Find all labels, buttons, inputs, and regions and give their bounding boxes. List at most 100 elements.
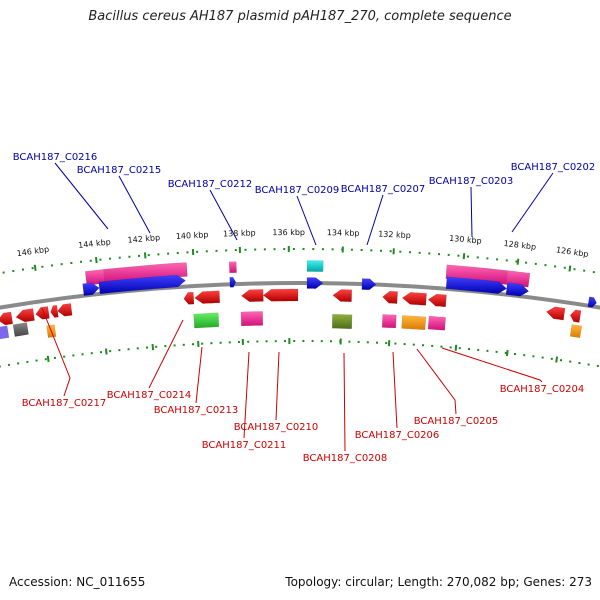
inner-minor-tick [394,342,397,345]
inner-minor-tick [237,341,240,344]
inner-minor-tick [0,365,1,368]
accession-text: Accession: NC_011655 [9,575,146,589]
inner-minor-tick [468,348,471,351]
outer-minor-tick [215,249,218,252]
inner-minor-tick [7,363,10,366]
gene-label-bcah187_c0213: BCAH187_C0213 [154,405,239,416]
outer-minor-tick [234,249,237,252]
inner-minor-tick [569,360,572,363]
outer-minor-tick [176,251,179,254]
outer-tick-ring [2,246,595,274]
gene-feature [240,289,264,302]
inner-minor-tick [357,340,360,343]
outer-minor-tick [457,254,460,257]
major-tick [33,264,37,271]
gene-feature [228,261,237,274]
outer-minor-tick [51,264,54,267]
outer-minor-tick [225,249,228,252]
outer-minor-tick [399,250,402,253]
gene-feature [0,325,10,340]
gene-feature [82,282,100,296]
inner-minor-tick [99,351,102,354]
outer-minor-tick [583,269,586,272]
inner-minor-tick [228,341,231,344]
outer-minor-tick [592,271,595,274]
outer-minor-tick [244,248,247,251]
inner-minor-tick [504,351,507,354]
outer-minor-tick [21,268,24,271]
outer-minor-tick [302,248,305,251]
major-tick [516,258,520,265]
inner-minor-tick [63,355,66,358]
gene-label-bcah187_c0217: BCAH187_C0217 [22,398,107,409]
tick-label: 130 kbp [449,234,482,246]
outer-minor-tick [31,267,34,270]
label-leader-line [148,319,184,389]
inner-minor-tick [385,342,388,345]
gene-feature [183,291,195,305]
tick-label: 126 kbp [555,245,589,259]
outer-minor-tick [505,259,508,262]
outer-minor-tick [109,257,112,260]
inner-minor-tick [541,356,544,359]
label-leader-line [41,307,71,397]
label-leader-line [416,348,457,415]
gene-feature [545,306,566,321]
gene-feature [381,314,397,329]
label-leader-line [209,189,238,241]
inner-minor-tick [293,340,296,343]
major-tick [454,344,458,351]
gene-feature [15,308,35,323]
outer-minor-tick [573,268,576,271]
inner-minor-tick [366,341,369,344]
outer-minor-tick [408,251,411,254]
inner-minor-tick [118,349,121,352]
outer-minor-tick [70,261,73,264]
gene-feature [401,315,427,331]
tick-label: 140 kbp [176,230,209,241]
outer-minor-tick [331,248,334,251]
tick-label: 138 kbp [223,228,256,238]
inner-minor-tick [587,363,590,366]
label-leader-line [275,351,280,421]
inner-minor-tick [532,355,535,358]
outer-minor-tick [273,248,276,251]
genome-summary-text: Topology: circular; Length: 270,082 bp; … [285,575,592,589]
gene-feature [427,315,446,331]
outer-minor-tick [60,263,63,266]
inner-minor-tick [348,340,351,343]
outer-minor-tick [438,253,441,256]
inner-minor-tick [477,348,480,351]
gene-feature [194,290,221,304]
label-leader-line [366,194,384,246]
plasmid-backbone [0,280,600,310]
inner-minor-tick [422,344,425,347]
label-leader-line [392,351,398,429]
inner-tick-ring [0,338,599,368]
inner-minor-tick [550,357,553,360]
inner-minor-tick [329,340,332,343]
gene-feature [229,276,237,288]
gene-feature [427,293,447,308]
inner-minor-tick [375,341,378,344]
inner-minor-tick [155,345,158,348]
gene-feature [57,303,73,317]
gene-feature [0,311,14,326]
gene-feature [445,276,508,294]
inner-minor-tick [431,344,434,347]
gene-feature [331,314,353,329]
inner-minor-tick [274,340,277,343]
outer-minor-tick [389,250,392,253]
label-leader-line [441,347,543,383]
tick-label: 134 kbp [327,228,360,238]
label-leader-line [470,186,473,238]
major-tick [94,257,98,264]
gene-label-bcah187_c0203: BCAH187_C0203 [429,176,514,187]
outer-minor-tick [80,260,83,263]
label-leader-line [243,351,250,439]
outer-minor-tick [118,256,121,259]
outer-minor-tick [186,251,189,254]
gene-feature [361,278,377,291]
outer-minor-tick [370,249,373,252]
